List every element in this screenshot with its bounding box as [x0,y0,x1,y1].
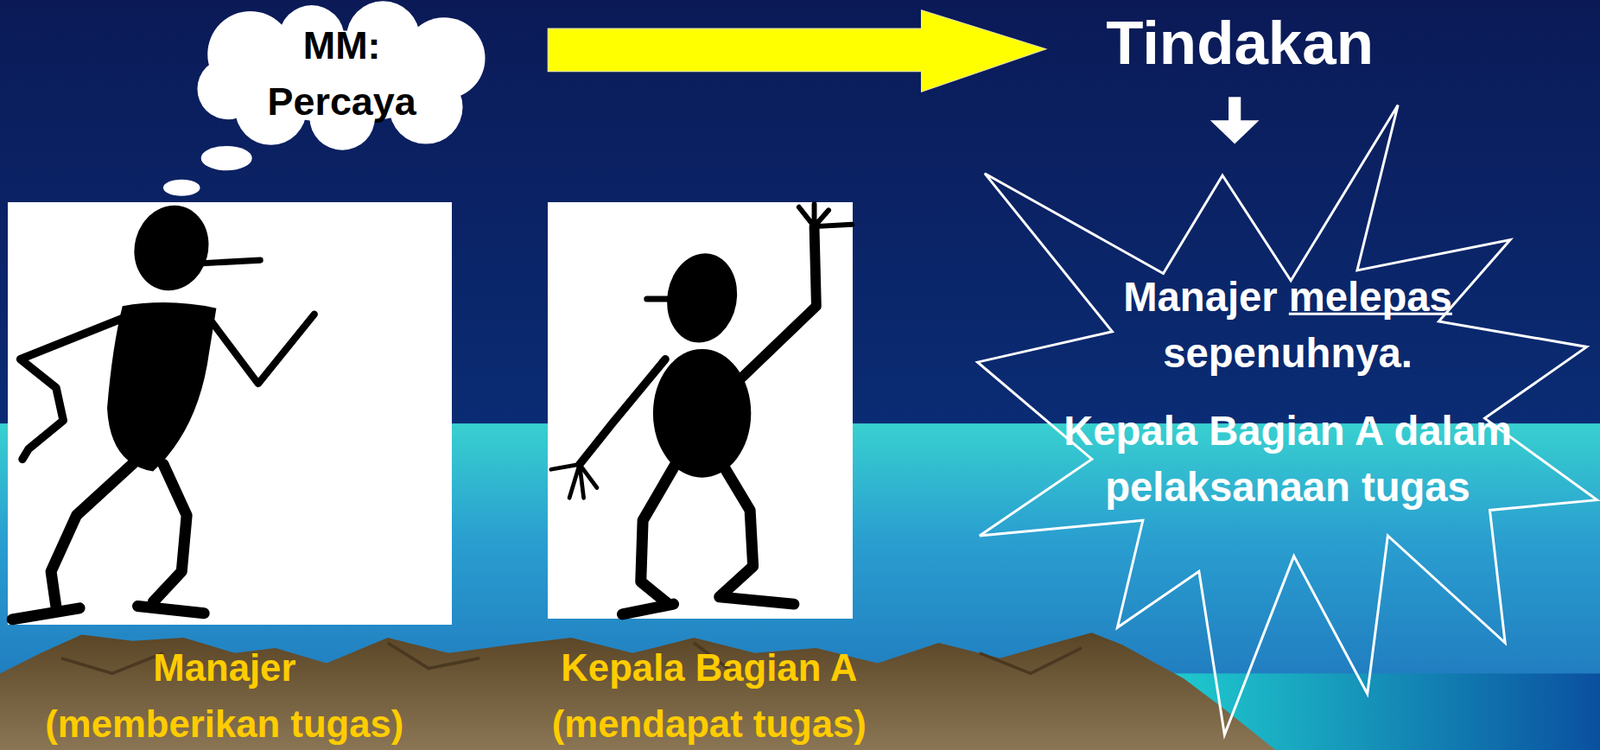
action-text: Kepala Bagian A dalam pelaksanaan tugas [1063,403,1513,516]
figure-body [653,349,751,478]
figure-arm [579,359,666,465]
figure-leg [137,463,204,613]
picture-box: Manajer(memberikan tugas) [7,202,452,625]
figure-head [125,196,219,299]
action-text: Manajer melepas sepenuhnya. [1063,269,1513,382]
picture-box: Kepala Bagian A(mendapat tugas) [547,202,853,619]
figure-nose [202,260,261,264]
section-head-figure [551,203,852,615]
down-arrow [1210,96,1260,144]
figure-leg [719,463,794,604]
figure-head [660,247,744,349]
thought-bubble [201,146,253,171]
heading-label: Tindakan [1035,12,1444,75]
thought-text: MM: Percaya [244,18,439,131]
thought-cloud: MM: Percaya [189,5,496,148]
starburst: Manajer melepas sepenuhnya. Kepala Bagian… [974,101,1597,750]
role-label: Manajer [0,640,480,697]
figure-body [107,302,216,472]
figure-cap [647,295,674,302]
text-underline [1288,312,1453,316]
block-arrow [547,10,1046,92]
figure-arm [209,314,315,384]
thought-bubble [163,179,201,197]
role-label: (mendapat tugas) [454,696,966,750]
figure-arm [739,226,817,380]
starburst-shape [977,105,1598,736]
role-label: (memberikan tugas) [0,696,480,750]
figure-leg [12,458,138,619]
manager-figure [12,196,315,620]
role-label: Kepala Bagian A [454,640,966,697]
figure-leg [622,463,675,615]
figure-hand [551,463,597,498]
figure-arm [20,316,128,459]
figure-hand [799,203,852,227]
